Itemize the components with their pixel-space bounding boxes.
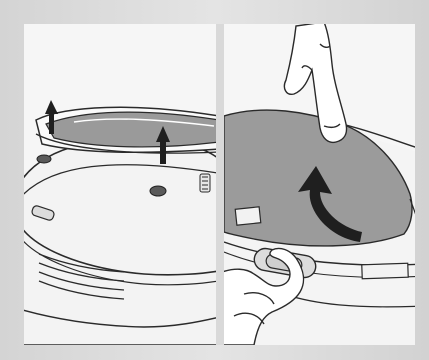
- release-filter-illustration: [224, 24, 415, 345]
- robot-body: [24, 139, 216, 345]
- panel-lift-cover: [24, 24, 216, 345]
- screw-hole: [150, 186, 166, 196]
- panel-divider: [216, 24, 224, 345]
- panel-release-filter: [224, 24, 415, 345]
- screw-hole: [37, 155, 51, 163]
- lifted-cover: [36, 107, 216, 153]
- lift-cover-illustration: [24, 24, 216, 345]
- filter-sheet: [46, 112, 216, 147]
